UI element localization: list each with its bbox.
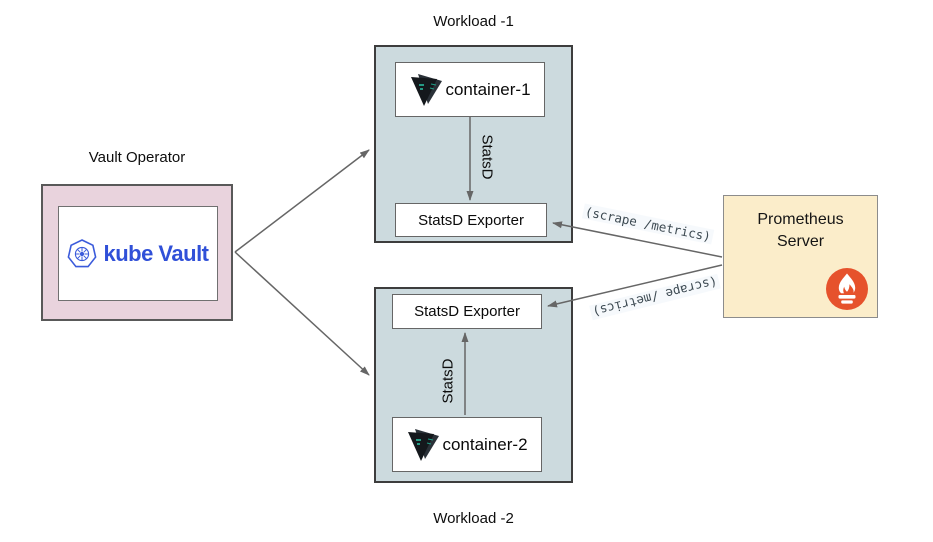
prometheus-flame-icon bbox=[825, 267, 869, 311]
vault-operator-title: Vault Operator bbox=[88, 149, 186, 166]
container-triangle-icon bbox=[409, 71, 443, 109]
statsd-exporter2-label: StatsD Exporter bbox=[414, 303, 520, 320]
scrape-metrics-top-label: (scrape /metrics) bbox=[581, 203, 715, 245]
statsd-exporter2-card: StatsD Exporter bbox=[392, 294, 542, 329]
kube-vault-card: kube Vault bbox=[58, 206, 218, 301]
statsd-flow1-label: StatsD bbox=[478, 134, 496, 180]
arrow-vault-to-workload2 bbox=[234, 251, 370, 376]
statsd-exporter1-label: StatsD Exporter bbox=[418, 211, 524, 229]
arrow-vault-to-workload1 bbox=[234, 149, 370, 253]
scrape-metrics-bottom-label: (scrape /metrics) bbox=[589, 273, 721, 321]
kubernetes-wheel-icon bbox=[67, 238, 97, 269]
container-triangle-icon bbox=[406, 426, 440, 464]
vault-operator-box: kube Vault bbox=[41, 184, 233, 321]
container2-label: container-2 bbox=[442, 434, 528, 454]
container2-card: container-2 bbox=[392, 417, 542, 472]
statsd-flow2-label: StatsD bbox=[439, 358, 457, 404]
prometheus-box: Prometheus Server bbox=[723, 195, 878, 318]
container1-label: container-1 bbox=[445, 79, 531, 99]
prometheus-title: Prometheus Server bbox=[757, 211, 844, 251]
workload2-title: Workload -2 bbox=[433, 510, 514, 527]
statsd-exporter1-card: StatsD Exporter bbox=[395, 203, 547, 237]
container1-card: container-1 bbox=[395, 62, 545, 117]
workload1-title: Workload -1 bbox=[433, 13, 514, 30]
kube-vault-wordmark: kube Vault bbox=[103, 240, 209, 266]
